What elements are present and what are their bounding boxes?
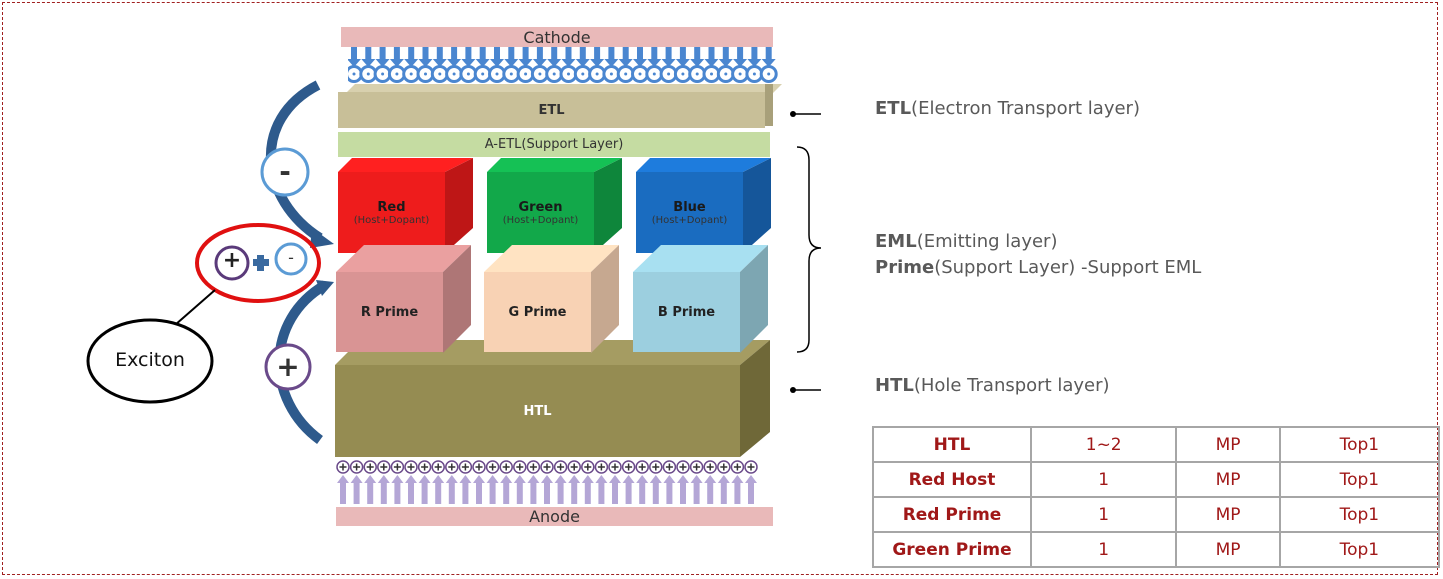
exciton-hole-sign: + <box>222 248 242 273</box>
table-cell: MP <box>1175 426 1281 463</box>
arrow-head-icon <box>310 228 334 248</box>
table-cell: 1~2 <box>1029 426 1178 463</box>
table-cell: MP <box>1175 531 1281 568</box>
table-cell: Red Host <box>872 461 1032 498</box>
arrow-head-icon <box>316 280 334 296</box>
table-cell: Top1 <box>1278 461 1441 498</box>
prime-box: B Prime <box>633 272 740 352</box>
exciton-electron-sign: - <box>288 248 294 267</box>
charge-flow-graphic <box>86 80 334 445</box>
table-cell: Top1 <box>1278 426 1441 463</box>
etl-layer: ETL <box>338 92 765 128</box>
cathode-layer: Cathode <box>341 27 773 47</box>
table-cell: 1 <box>1029 461 1178 498</box>
electron-icon <box>260 147 310 197</box>
table-cell: 1 <box>1029 531 1178 568</box>
table-cell: Green Prime <box>872 531 1032 568</box>
htl-layer: HTL <box>335 365 740 457</box>
electron-icon <box>274 242 308 276</box>
table-cell: 1 <box>1029 496 1178 533</box>
exciton-bubble <box>86 318 214 404</box>
aetl-layer: A-ETL(Support Layer) <box>338 132 770 157</box>
emitter-green: Green (Host+Dopant) <box>487 172 594 253</box>
emitter-sub: (Host+Dopant) <box>353 214 430 226</box>
electron-row <box>345 47 778 83</box>
prime-description: Prime(Support Layer) -Support EML <box>875 257 1202 278</box>
anode-layer: Anode <box>336 507 773 526</box>
htl-description: HTL(Hole Transport layer) <box>875 375 1110 396</box>
table-cell: Top1 <box>1278 531 1441 568</box>
table-cell: Top1 <box>1278 496 1441 533</box>
plus-icon <box>257 255 264 271</box>
emitter-red: Red (Host+Dopant) <box>338 172 445 253</box>
table-cell: HTL <box>872 426 1032 463</box>
hole-sign: + <box>276 350 300 383</box>
emitter-sub: (Host+Dopant) <box>651 214 728 226</box>
emitter-sub: (Host+Dopant) <box>502 214 579 226</box>
etl-description: ETL(Electron Transport layer) <box>875 98 1140 119</box>
hole-icon <box>264 343 312 391</box>
electron-icons <box>345 47 778 83</box>
emitter-name: Blue <box>673 199 706 215</box>
label-connectors <box>790 111 822 393</box>
eml-bracket <box>796 146 822 353</box>
table-cell: MP <box>1175 461 1281 498</box>
eml-description: EML(Emitting layer) <box>875 231 1058 252</box>
exciton-label: Exciton <box>115 349 185 371</box>
emitter-name: Red <box>377 199 406 215</box>
emitter-name: Green <box>518 199 563 215</box>
electron-sign: - <box>279 155 291 188</box>
emitter-blue: Blue (Host+Dopant) <box>636 172 743 253</box>
hole-row <box>335 460 770 504</box>
hole-icon <box>214 245 250 281</box>
table-cell: Red Prime <box>872 496 1032 533</box>
prime-box: R Prime <box>336 272 443 352</box>
prime-box: G Prime <box>484 272 591 352</box>
exciton-ellipse <box>195 223 321 303</box>
hole-icons <box>336 460 758 504</box>
table-cell: MP <box>1175 496 1281 533</box>
